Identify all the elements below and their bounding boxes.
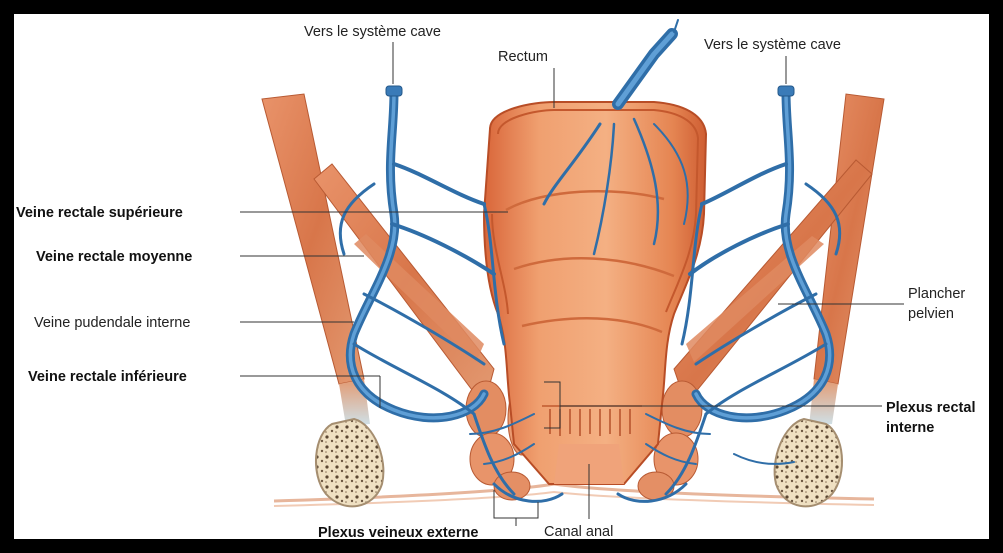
right-outer-muscle [809,94,884,426]
label-pelvien: pelvien [908,306,954,322]
label-veine-rectale-moyenne: Veine rectale moyenne [36,249,192,265]
label-rectum: Rectum [498,49,548,65]
label-canal-anal: Canal anal [544,524,613,539]
label-vers-systeme-cave-right: Vers le système cave [704,37,841,53]
label-plexus-rectal: Plexus rectal [886,400,975,416]
rectal-venous-anatomy-diagram: Vers le système cave Vers le système cav… [14,14,989,539]
label-interne: interne [886,420,934,436]
label-veine-pudendale-interne: Veine pudendale interne [34,315,190,331]
label-plancher: Plancher [908,286,965,302]
label-vers-systeme-cave-left: Vers le système cave [304,24,441,40]
label-veine-rectale-superieure: Veine rectale supérieure [16,205,183,221]
anatomy-illustration: Vers le système cave Vers le système cav… [14,14,989,539]
label-plexus-veineux-externe: Plexus veineux externe [318,525,478,539]
label-veine-rectale-inferieure: Veine rectale inférieure [28,369,187,385]
left-ischial-bone [316,419,383,506]
